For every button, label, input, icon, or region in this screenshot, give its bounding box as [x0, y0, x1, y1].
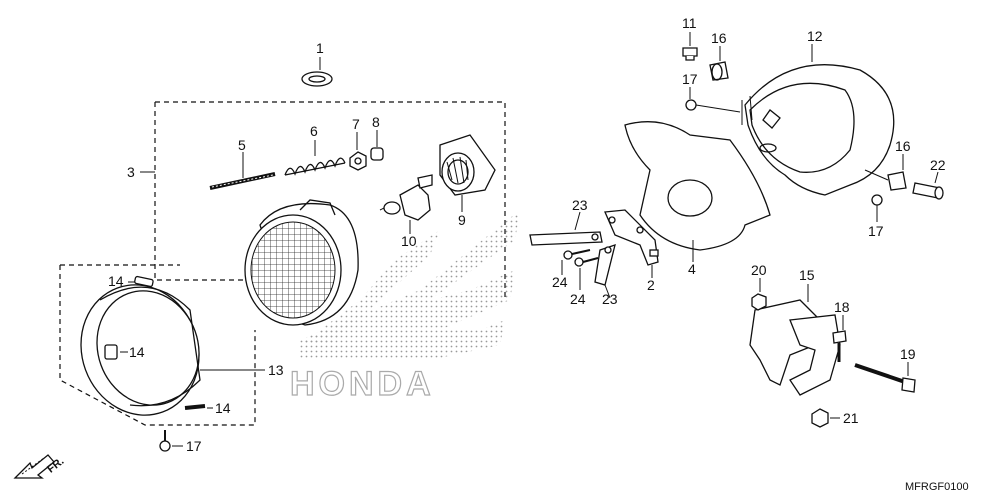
callout-14-bottom: 14: [215, 400, 231, 416]
callout-10: 10: [401, 233, 417, 249]
part-24-screws: [561, 249, 599, 290]
part-13-rim: [80, 275, 265, 416]
part-15-stay: [749, 284, 841, 396]
callout-13: 13: [268, 362, 284, 378]
callout-3: 3: [127, 164, 135, 180]
callout-6: 6: [310, 123, 318, 139]
callout-11: 11: [682, 15, 697, 31]
part-20-nut: [751, 278, 767, 311]
part-11-bolt: [682, 32, 698, 61]
callout-17-top: 17: [682, 71, 698, 87]
part-14-clip-top: [134, 275, 154, 288]
front-direction-arrow: FR.: [13, 454, 66, 479]
watermark-text: HONDA: [290, 365, 435, 403]
callout-7: 7: [352, 116, 360, 132]
part-8-collar: [370, 130, 384, 161]
part-4-cover-plate: [624, 121, 771, 262]
honda-wing-watermark: HONDA: [289, 210, 520, 404]
callout-22: 22: [930, 157, 946, 173]
part-18-bolt: [832, 315, 847, 362]
part-6-spring: [284, 140, 346, 176]
diagram-code: MFRGF0100: [905, 481, 969, 493]
callout-15: 15: [799, 267, 815, 283]
part-19-long-bolt: [854, 362, 916, 393]
callout-17-bottom: 17: [186, 438, 202, 454]
callout-1: 1: [316, 40, 324, 56]
callout-18: 18: [834, 299, 850, 315]
callout-24-right: 24: [570, 291, 586, 307]
part-9-bulb-cover: [439, 134, 496, 212]
callout-17-right: 17: [868, 223, 884, 239]
part-5-screw: [209, 152, 276, 190]
part-1-grommet: [301, 57, 333, 87]
callout-23-top: 23: [572, 197, 588, 213]
part-12-headlight-case: [741, 44, 895, 196]
part-10-bulb: [379, 174, 433, 234]
part-22-bolt: [912, 171, 944, 200]
callout-12: 12: [807, 28, 823, 44]
callout-16-top: 16: [711, 30, 727, 46]
callout-23-bottom: 23: [602, 291, 618, 307]
callout-14-left: 14: [129, 344, 145, 360]
part-2-bracket: [604, 209, 659, 278]
part-7-nut: [349, 132, 367, 171]
callout-21: 21: [843, 410, 859, 426]
group-box-13: [59, 264, 256, 426]
callout-14-top: 14: [108, 273, 124, 289]
callout-5: 5: [238, 137, 246, 153]
part-17-screw-top: [685, 87, 741, 113]
group-box-3: [154, 101, 506, 300]
part-14-clip-left: [104, 344, 118, 360]
part-23-bracket-lower: [594, 244, 616, 299]
callout-16-right: 16: [895, 138, 911, 154]
callout-8: 8: [372, 114, 380, 130]
part-16-collar-right: [864, 154, 907, 191]
part-17-screw-right: [871, 194, 883, 222]
callout-20: 20: [751, 262, 767, 278]
part-23-bracket-left: [529, 211, 603, 246]
part-21-nut: [811, 408, 840, 428]
callout-19: 19: [900, 346, 916, 362]
callout-9: 9: [458, 212, 466, 228]
callout-4: 4: [688, 261, 696, 277]
part-17-screw-bottom: [159, 430, 183, 452]
callout-2: 2: [647, 277, 655, 293]
part-16-collar-top: [709, 46, 729, 81]
headlight-unit: [244, 199, 359, 326]
callout-24-left: 24: [552, 274, 568, 290]
